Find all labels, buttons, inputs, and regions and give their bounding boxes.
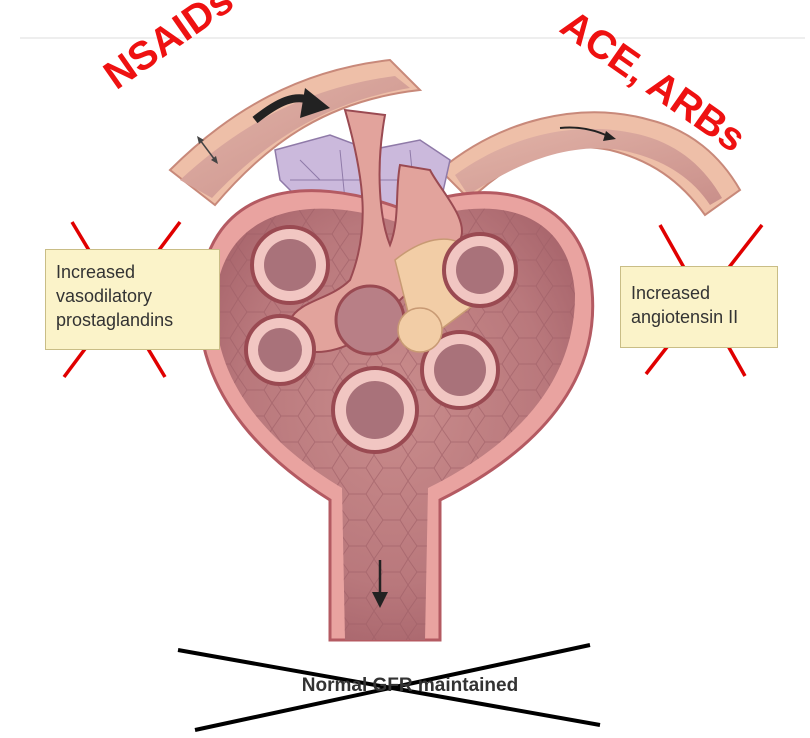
label-angiotensin-ii: Increased angiotensin II bbox=[620, 266, 778, 348]
label-vasodilatory-prostaglandins: Increased vasodilatory prostaglandins bbox=[45, 249, 220, 350]
caption-gfr: Normal GFR maintained bbox=[220, 675, 600, 697]
